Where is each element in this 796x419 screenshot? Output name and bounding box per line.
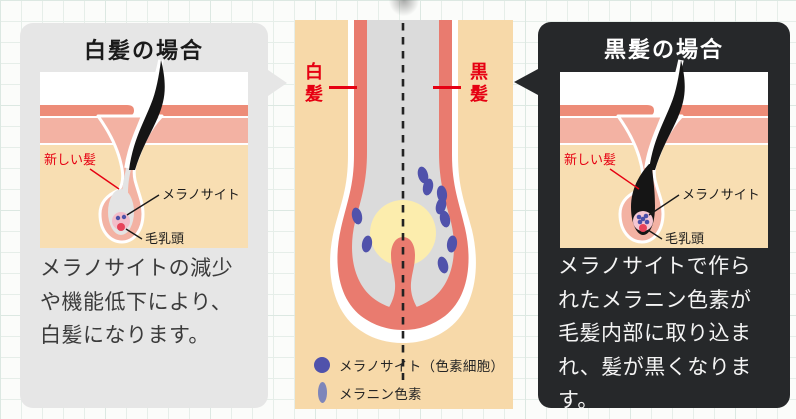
melanocyte-dot-icon [643, 213, 649, 219]
melanocyte-dot-icon [417, 166, 429, 184]
melanocyte-dot-icon [121, 214, 127, 220]
melanocyte-dot-icon [351, 207, 363, 225]
black-hair-panel: 黒髪の場合 [514, 22, 790, 412]
papilla-label: 毛乳頭 [665, 231, 704, 246]
melanocyte-dot-icon [422, 178, 434, 196]
melanocyte-dot-icon [637, 219, 643, 225]
new-hair-label: 新しい髪 [44, 152, 96, 167]
melanocyte-leader-line [126, 194, 160, 216]
black-hair-marker-line [433, 86, 461, 89]
callout-pointer-left-icon [514, 69, 538, 95]
black-hair-panel-title: 黒髪の場合 [603, 37, 724, 62]
melanocyte-dots [351, 166, 458, 274]
melanocyte-dot-icon [640, 216, 646, 222]
new-hair-leader-line [89, 168, 120, 190]
diagram-annotations: 新しい髪 メラノサイト 毛乳頭 [564, 152, 760, 246]
white-hair-side-label: 白髪 [303, 62, 323, 106]
papilla-leader-line [647, 229, 663, 240]
new-hair-leader-line [609, 168, 640, 190]
papilla-dot-icon [639, 224, 647, 232]
legend-label-melanin: メラニン色素 [339, 386, 422, 402]
melanocyte-leader-line [648, 194, 680, 216]
melanin-pigment-icon [317, 382, 327, 403]
legend-item-melanocyte: メラノサイト（色素細胞） [314, 352, 504, 377]
papilla-leader-line [125, 228, 143, 240]
papilla-label: 毛乳頭 [145, 231, 184, 246]
bulb-cells [633, 211, 653, 232]
black-hair-follicle-diagram: 新しい髪 メラノサイト 毛乳頭 [560, 59, 768, 248]
melanocyte-dot-icon [446, 235, 458, 253]
melanocyte-dot-icon [115, 215, 121, 221]
white-hair-follicle-diagram: 新しい髪 メラノサイト 毛乳頭 [40, 59, 248, 248]
legend: メラノサイト（色素細胞） メラニン色素 [314, 352, 504, 405]
diagram-annotations: 新しい髪 メラノサイト 毛乳頭 [44, 152, 240, 246]
melanocyte-dot-icon [436, 185, 448, 203]
melanocyte-label: メラノサイト [682, 187, 760, 202]
melanocyte-dot-icon [439, 210, 451, 228]
white-hair-marker-line [329, 86, 357, 89]
legend-label-melanocyte: メラノサイト（色素細胞） [339, 358, 505, 374]
white-hair-panel-title: 白髪の場合 [83, 38, 204, 63]
white-hair-description: メラノサイトの減少 や機能低下により、 白髪になります。 [40, 257, 234, 347]
callout-pointer-right-icon [268, 70, 287, 96]
follicle-cross-section-figure [295, 20, 513, 409]
white-hair-panel: 白髪の場合 [20, 23, 287, 408]
black-hair-description: メラノサイトで作ら れたメラニン色素が 毛髪内部に取り込ま れ、髪が黒くなりま … [558, 255, 752, 412]
legend-item-melanin: メラニン色素 [314, 380, 504, 405]
papilla-dot-icon [117, 223, 125, 231]
melanocyte-dot-icon [636, 214, 642, 220]
melanocyte-dot-icon [644, 219, 650, 225]
hair-shadow-smudge [389, 0, 419, 16]
hair-shaft [124, 59, 165, 170]
melanocyte-dot-icon [435, 197, 447, 215]
new-hair-label: 新しい髪 [564, 152, 616, 167]
melanocyte-dot-icon [437, 256, 449, 274]
follicle-cross-section-panel: 白髪 黒髪 メラノサイト（色素細胞） メラニン色素 [295, 20, 513, 409]
melanocyte-label: メラノサイト [162, 187, 240, 202]
melanocyte-dot-icon [361, 235, 373, 253]
melanocyte-dot-icon [314, 356, 330, 373]
black-hair-side-label: 黒髪 [468, 62, 488, 106]
bulb-cells [112, 212, 130, 231]
